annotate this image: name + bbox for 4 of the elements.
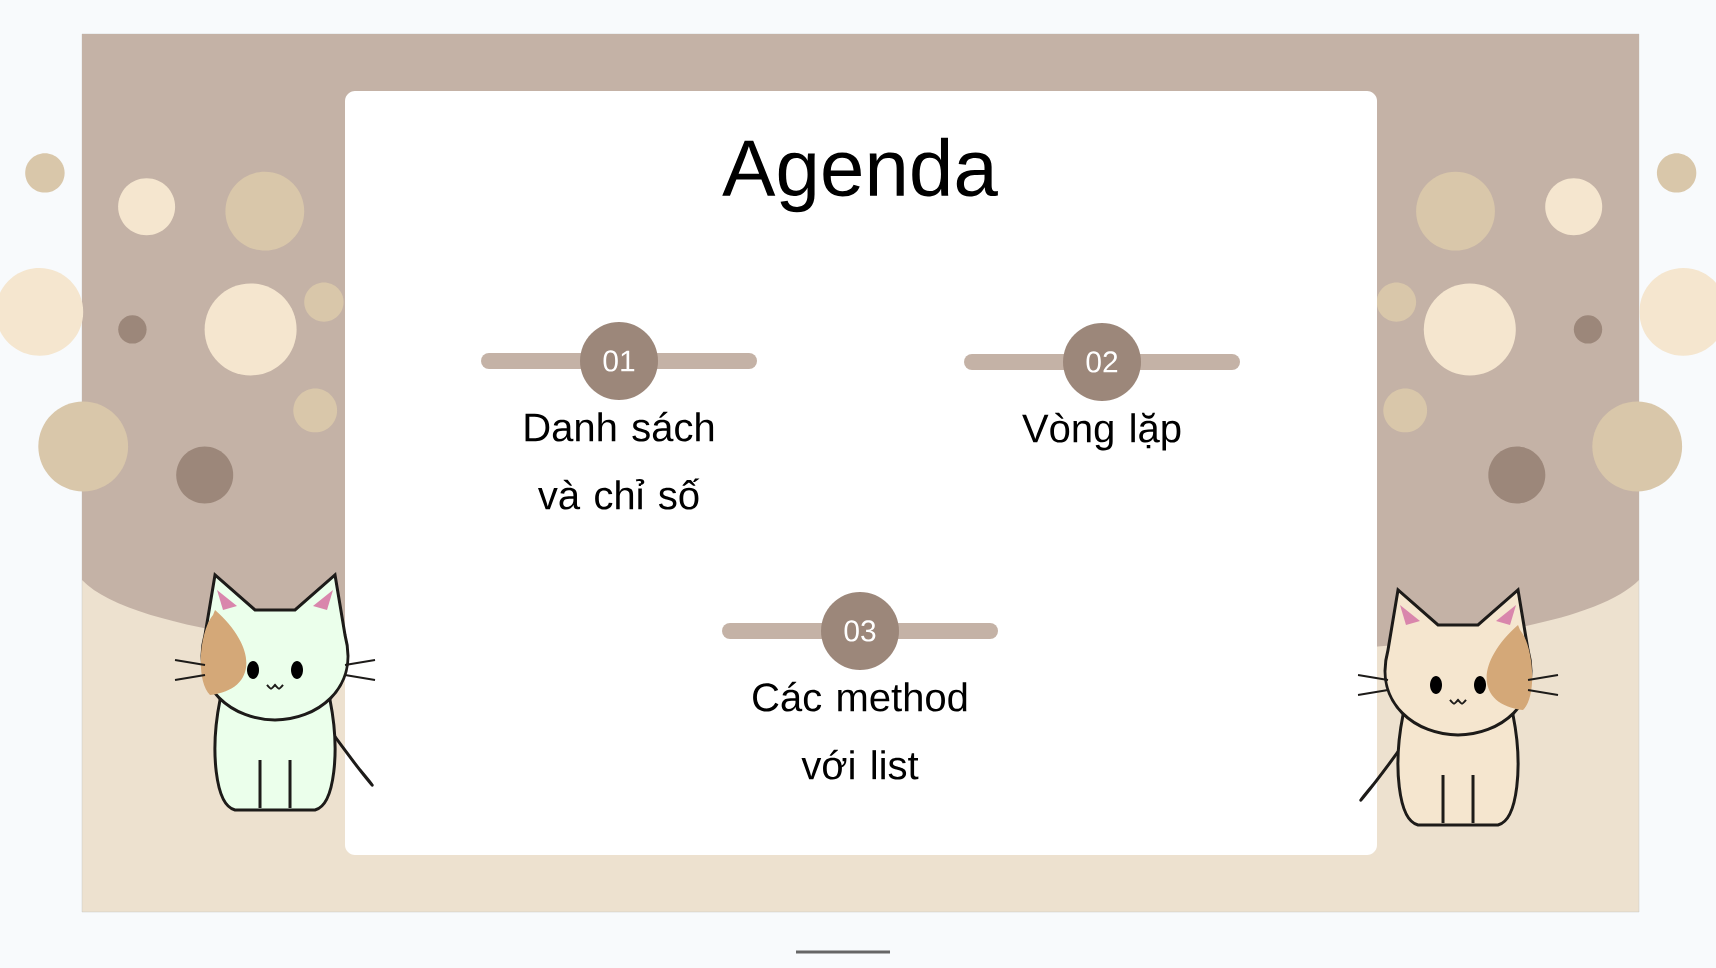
item-label: Vòng lặp xyxy=(1022,412,1181,451)
item-label: Các method với list xyxy=(753,681,967,780)
title: Agenda xyxy=(722,137,998,213)
item-label: Danh sách và chỉ số xyxy=(525,411,714,510)
